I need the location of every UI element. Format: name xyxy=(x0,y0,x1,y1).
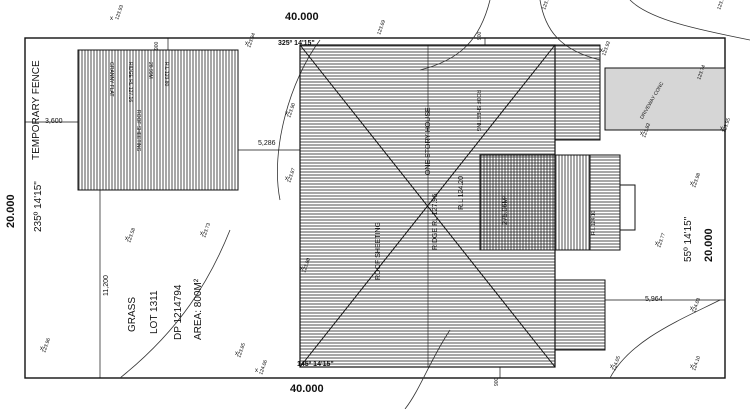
spot-level: 123.74 xyxy=(696,64,707,81)
spot-level: 123.94 xyxy=(246,32,257,49)
spot-level: 123.69 xyxy=(376,19,387,36)
shed-ridge-height: 28.99M xyxy=(147,62,153,79)
lot-number: LOT 1311 xyxy=(149,290,160,334)
svg-text:x: x xyxy=(285,111,288,117)
svg-text:x: x xyxy=(600,48,603,54)
bearing-right: 55º 14'15" xyxy=(683,216,694,262)
fence-label: TEMPORARY FENCE xyxy=(31,60,42,160)
spot-level: 123.99 xyxy=(541,0,552,11)
lot-surface: GRASS xyxy=(127,296,138,332)
svg-text:x: x xyxy=(245,41,248,47)
dimension-lines xyxy=(25,38,725,378)
spot-level: 123.80 xyxy=(301,257,312,274)
spot-level: 124.03 xyxy=(691,297,702,314)
spot-level: 123.95 xyxy=(721,117,732,134)
spot-level: 123.82 xyxy=(641,122,652,139)
svg-text:x: x xyxy=(610,364,613,370)
house-offset: 5,286 xyxy=(258,140,276,147)
shed-rl: R.L 123.80 xyxy=(163,62,169,87)
bearing-top: 325º 14'15" xyxy=(278,40,315,47)
spot-level: 124.05 xyxy=(611,355,622,372)
right-length: 20.000 xyxy=(703,228,715,262)
spot-level: 124.10 xyxy=(691,355,702,372)
granny-flat-roof xyxy=(77,49,239,191)
svg-text:x: x xyxy=(40,346,43,352)
bottom-length: 40.000 xyxy=(290,383,324,395)
shed-sheeting: ROOF SHEETING xyxy=(135,110,141,152)
spot-level: 123.58 xyxy=(126,227,137,244)
svg-text:x: x xyxy=(640,131,643,137)
lot-area: AREA: 800M² xyxy=(193,278,204,340)
house-roof xyxy=(299,44,636,368)
spot-level: 123.85 xyxy=(236,342,247,359)
spot-level: 123.92 xyxy=(601,40,612,57)
driveway xyxy=(604,67,726,131)
house-ridge: RIDGE RL 127.96 xyxy=(432,193,439,250)
shed-name: GRANNY FLAT xyxy=(108,62,114,97)
porch-sheet: ROOF SHEETING xyxy=(475,90,481,132)
setback-top: 900 xyxy=(154,41,160,50)
bearing-bottom: 145º 14'15" xyxy=(297,361,334,368)
side-setback: 11,200 xyxy=(103,275,110,296)
svg-text:x: x xyxy=(690,364,693,370)
svg-text:x: x xyxy=(235,351,238,357)
spot-level: 123.87 xyxy=(286,167,297,184)
svg-text:x: x xyxy=(655,241,658,247)
bearing-left: 235º 14'15" xyxy=(33,181,44,232)
shed-offset: 3,600 xyxy=(45,118,63,125)
spot-markers: x x x x x x x x x x x x x x x x x x xyxy=(40,16,723,374)
lot-boundary xyxy=(24,37,726,379)
svg-text:x: x xyxy=(690,181,693,187)
spot-level: 123.98 xyxy=(691,172,702,189)
svg-text:x: x xyxy=(720,126,723,132)
svg-text:x: x xyxy=(690,306,693,312)
house-floor-rl: R.L 124.20 xyxy=(458,176,465,210)
lot-dp: DP 1214794 xyxy=(173,284,184,340)
top-length: 40.000 xyxy=(285,11,319,23)
porch-rl: R.L 124.10 xyxy=(591,210,597,235)
setback-top-right: 900 xyxy=(477,31,483,40)
rear-offset: 5,964 xyxy=(645,296,663,303)
setback-bottom: 900 xyxy=(494,377,500,386)
house-roof-label: ROOF SHEETING xyxy=(375,222,382,280)
house-name: ONE STORY HOUSE xyxy=(425,107,432,175)
svg-text:x: x xyxy=(125,236,128,242)
svg-text:x: x xyxy=(300,266,303,272)
spot-level: 123.77 xyxy=(656,232,667,249)
spot-level: 123.93 xyxy=(114,4,125,21)
spot-level: 124.06 xyxy=(258,359,269,376)
spot-level: 123.96 xyxy=(41,337,52,354)
spot-level: 123.73 xyxy=(201,222,212,239)
svg-text:x: x xyxy=(285,176,288,182)
shed-ridge: RIDGE RL 127.16 xyxy=(127,62,133,103)
spot-level: 123.56 xyxy=(716,0,727,11)
left-length: 20.000 xyxy=(5,194,17,228)
house-area: 275.06M² xyxy=(502,195,509,225)
spot-level: 123.90 xyxy=(286,102,297,119)
svg-text:x: x xyxy=(200,231,203,237)
svg-text:x: x xyxy=(110,16,113,22)
svg-text:x: x xyxy=(255,368,258,374)
